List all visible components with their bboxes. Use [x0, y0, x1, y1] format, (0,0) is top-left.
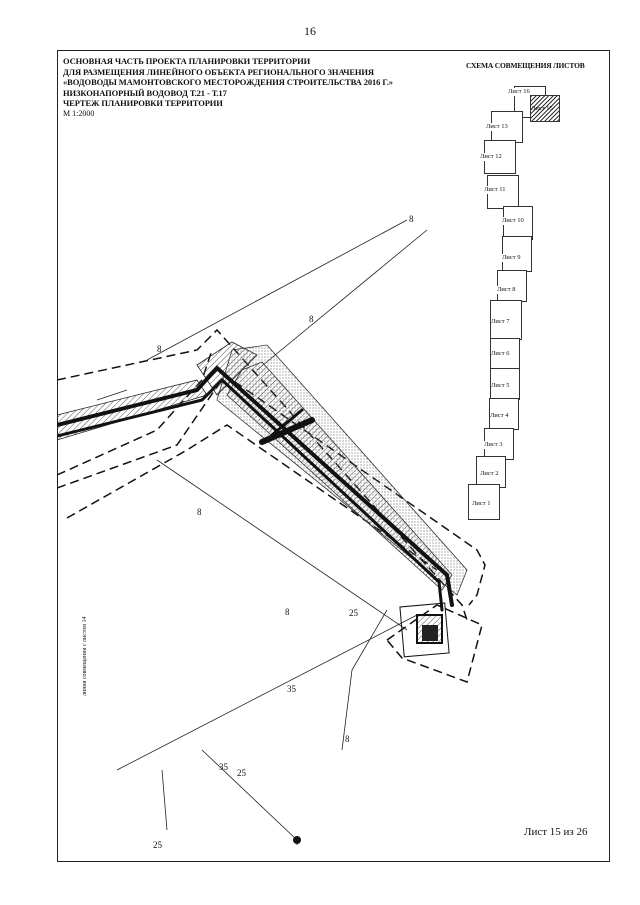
title-line-4: НИЗКОНАПОРНЫЙ ВОДОВОД Т.21 - Т.17: [63, 87, 227, 98]
sheet-label-8: Лист 8: [497, 286, 516, 294]
dim-label-8: 35: [287, 684, 297, 694]
title-scale: М 1:2000: [63, 108, 95, 118]
dim-label-1: 8: [409, 214, 414, 224]
survey-line-1: [146, 219, 408, 361]
boundary-upper: [57, 328, 468, 621]
sheet-box-15-highlighted: [530, 95, 560, 122]
survey-line-5: [201, 749, 298, 841]
dim-label-2: 8: [309, 314, 314, 324]
sheet-label-12: Лист 12: [480, 153, 502, 161]
dim-label-3: 8: [157, 344, 162, 354]
sheet-label-1: Лист 1: [472, 500, 491, 508]
sheet-label-16: Лист 16: [508, 88, 530, 96]
survey-line-9: [161, 769, 168, 831]
point-marker: [293, 836, 301, 844]
boundary-site: [386, 604, 483, 683]
title-block: ОСНОВНАЯ ЧАСТЬ ПРОЕКТА ПЛАНИРОВКИ ТЕРРИТ…: [63, 56, 423, 119]
survey-line-7: [341, 669, 353, 751]
title-line-2: ДЛЯ РАЗМЕЩЕНИЯ ЛИНЕЙНОГО ОБЪЕКТА РЕГИОНА…: [63, 66, 374, 77]
sheet-label-7: Лист 7: [491, 318, 510, 326]
dim-label-4: 8: [197, 507, 202, 517]
pipeline-corridor: [57, 341, 468, 596]
sheet-label-4: Лист 4: [490, 412, 509, 420]
sheet-label-11: Лист 11: [484, 186, 506, 194]
page-number: 16: [304, 24, 316, 38]
dim-label-9: 35: [219, 762, 229, 772]
dim-label-5: 8: [285, 607, 290, 617]
sheet-label-9: Лист 9: [502, 254, 521, 262]
sheet-label-13: Лист 13: [486, 123, 508, 131]
planning-drawing: 8 8 8 8 8 8 25 35 35 25 25: [57, 214, 486, 850]
title-line-5: ЧЕРТЕЖ ПЛАНИРОВКИ ТЕРРИТОРИИ: [63, 98, 223, 108]
sheet-footer: Лист 15 из 26: [524, 826, 588, 838]
crossing-band: [259, 417, 315, 445]
survey-line-10: [96, 389, 128, 401]
dimension-labels: 8 8 8 8 8 8 25 35 35 25 25: [153, 214, 414, 850]
sheet-label-3: Лист 3: [484, 441, 503, 449]
sheet-label-6: Лист 6: [491, 350, 510, 358]
survey-line-3: [156, 459, 408, 631]
dim-label-10: 25: [237, 768, 247, 778]
boundary-outer: [57, 373, 486, 606]
combine-line-label: линия совмещения с листом 14: [82, 616, 88, 696]
sheet-label-10: Лист 10: [502, 217, 524, 225]
pipeline-2: [57, 377, 444, 612]
pipelines: [57, 365, 454, 612]
scheme-title: СХЕМА СОВМЕЩЕНИЯ ЛИСТОВ: [466, 61, 585, 70]
sheet-label-2: Лист 2: [480, 470, 499, 478]
survey-lines: [96, 219, 428, 845]
title-line-1: ОСНОВНАЯ ЧАСТЬ ПРОЕКТА ПЛАНИРОВКИ ТЕРРИТ…: [63, 56, 311, 66]
survey-line-6: [351, 609, 388, 671]
boundary-inner: [66, 424, 438, 571]
site-outline: [399, 602, 450, 658]
dim-label-11: 25: [153, 840, 163, 850]
survey-line-2: [256, 229, 428, 371]
pipeline-1: [57, 365, 454, 607]
dim-label-7: 25: [349, 608, 359, 618]
sheet-label-15: Лист 15: [531, 105, 553, 112]
sheet-label-5: Лист 5: [491, 382, 510, 390]
dim-label-6: 8: [345, 734, 350, 744]
drawing-frame: [57, 50, 610, 862]
crossing-band-2: [270, 408, 304, 437]
survey-line-4: [116, 614, 418, 771]
title-line-3: «ВОДОВОДЫ МАМОНТОВСКОГО МЕСТОРОЖДЕНИЯ СТ…: [63, 77, 393, 87]
terminal-site: [399, 602, 450, 658]
site-block-inner: [422, 625, 438, 641]
